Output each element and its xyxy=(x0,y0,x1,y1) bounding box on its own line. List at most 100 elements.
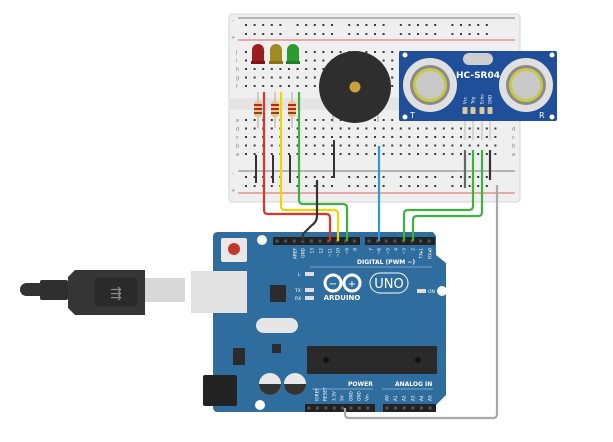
hole[interactable] xyxy=(356,144,359,147)
hole[interactable] xyxy=(391,127,394,130)
hole[interactable] xyxy=(331,136,333,138)
hole[interactable] xyxy=(391,51,394,53)
hole[interactable] xyxy=(279,33,282,35)
resistor-1[interactable] xyxy=(254,92,262,128)
hole[interactable] xyxy=(270,33,273,35)
led-yellow[interactable] xyxy=(269,44,283,64)
hole[interactable] xyxy=(322,153,325,155)
hole[interactable] xyxy=(305,119,308,121)
header-pin[interactable] xyxy=(344,239,348,243)
hole[interactable] xyxy=(460,127,462,130)
led-red[interactable] xyxy=(251,44,265,64)
hole[interactable] xyxy=(460,136,462,138)
hole[interactable] xyxy=(288,76,290,79)
hole[interactable] xyxy=(417,127,419,130)
hole[interactable] xyxy=(477,153,480,155)
power-header[interactable] xyxy=(305,404,375,412)
hole[interactable] xyxy=(374,33,376,35)
hole[interactable] xyxy=(245,59,247,62)
hole[interactable] xyxy=(262,85,265,87)
hole[interactable] xyxy=(322,185,325,187)
hole[interactable] xyxy=(434,24,437,26)
hole[interactable] xyxy=(356,153,359,155)
header-pin[interactable] xyxy=(341,406,345,410)
hole[interactable] xyxy=(356,33,359,35)
hole[interactable] xyxy=(451,127,454,130)
hole[interactable] xyxy=(313,119,316,121)
wire-red[interactable] xyxy=(262,92,332,241)
hole[interactable] xyxy=(434,136,437,138)
hole[interactable] xyxy=(245,51,247,53)
sensor-pin[interactable] xyxy=(470,107,476,114)
hole[interactable] xyxy=(408,33,411,35)
hole[interactable] xyxy=(365,127,368,130)
hole[interactable] xyxy=(348,33,351,35)
hole[interactable] xyxy=(365,176,368,178)
header-pin[interactable] xyxy=(275,239,279,243)
hole[interactable] xyxy=(356,185,359,187)
header-pin[interactable] xyxy=(324,406,328,410)
hole[interactable] xyxy=(253,136,256,138)
hole[interactable] xyxy=(477,144,480,147)
hole[interactable] xyxy=(356,24,359,26)
hole[interactable] xyxy=(391,76,394,79)
hole[interactable] xyxy=(245,76,247,79)
hole[interactable] xyxy=(245,144,247,147)
hole[interactable] xyxy=(313,51,316,53)
hole[interactable] xyxy=(296,176,299,178)
hole[interactable] xyxy=(460,153,462,155)
header-pin[interactable] xyxy=(384,239,388,243)
hole[interactable] xyxy=(391,85,394,87)
hole[interactable] xyxy=(365,33,368,35)
hole[interactable] xyxy=(425,144,428,147)
hole[interactable] xyxy=(374,127,376,130)
hole[interactable] xyxy=(356,176,359,178)
hole[interactable] xyxy=(442,136,445,138)
hole[interactable] xyxy=(253,119,256,121)
hole[interactable] xyxy=(331,119,333,121)
piezo-buzzer[interactable] xyxy=(319,51,391,123)
hole[interactable] xyxy=(339,119,342,121)
hole[interactable] xyxy=(253,144,256,147)
header-pin[interactable] xyxy=(367,239,371,243)
hole[interactable] xyxy=(322,136,325,138)
hole[interactable] xyxy=(382,119,385,121)
hole[interactable] xyxy=(253,176,256,178)
hole[interactable] xyxy=(296,127,299,130)
hole[interactable] xyxy=(288,68,290,70)
wire-green-echo[interactable] xyxy=(411,150,484,241)
hole[interactable] xyxy=(245,68,247,70)
hole[interactable] xyxy=(485,176,488,178)
header-pin[interactable] xyxy=(402,406,406,410)
hole[interactable] xyxy=(451,153,454,155)
hole[interactable] xyxy=(417,136,419,138)
hole[interactable] xyxy=(339,136,342,138)
hole[interactable] xyxy=(451,144,454,147)
hole[interactable] xyxy=(262,33,265,35)
hole[interactable] xyxy=(391,144,394,147)
hole[interactable] xyxy=(245,127,247,130)
hole[interactable] xyxy=(305,76,308,79)
hole[interactable] xyxy=(296,68,299,70)
hole[interactable] xyxy=(331,24,333,26)
hole[interactable] xyxy=(245,33,247,35)
header-pin[interactable] xyxy=(318,239,322,243)
hole[interactable] xyxy=(322,51,325,53)
hole[interactable] xyxy=(442,144,445,147)
hole[interactable] xyxy=(391,59,394,62)
hole[interactable] xyxy=(262,68,265,70)
hole[interactable] xyxy=(382,51,385,53)
hole[interactable] xyxy=(374,153,376,155)
hole[interactable] xyxy=(460,144,462,147)
hole[interactable] xyxy=(270,76,273,79)
hole[interactable] xyxy=(313,153,316,155)
hole[interactable] xyxy=(494,144,497,147)
hole[interactable] xyxy=(288,153,290,155)
hole[interactable] xyxy=(296,119,299,121)
hole[interactable] xyxy=(417,185,419,187)
hole[interactable] xyxy=(468,176,471,178)
hole[interactable] xyxy=(331,51,333,53)
hole[interactable] xyxy=(425,33,428,35)
hole[interactable] xyxy=(468,136,471,138)
header-pin[interactable] xyxy=(332,406,336,410)
